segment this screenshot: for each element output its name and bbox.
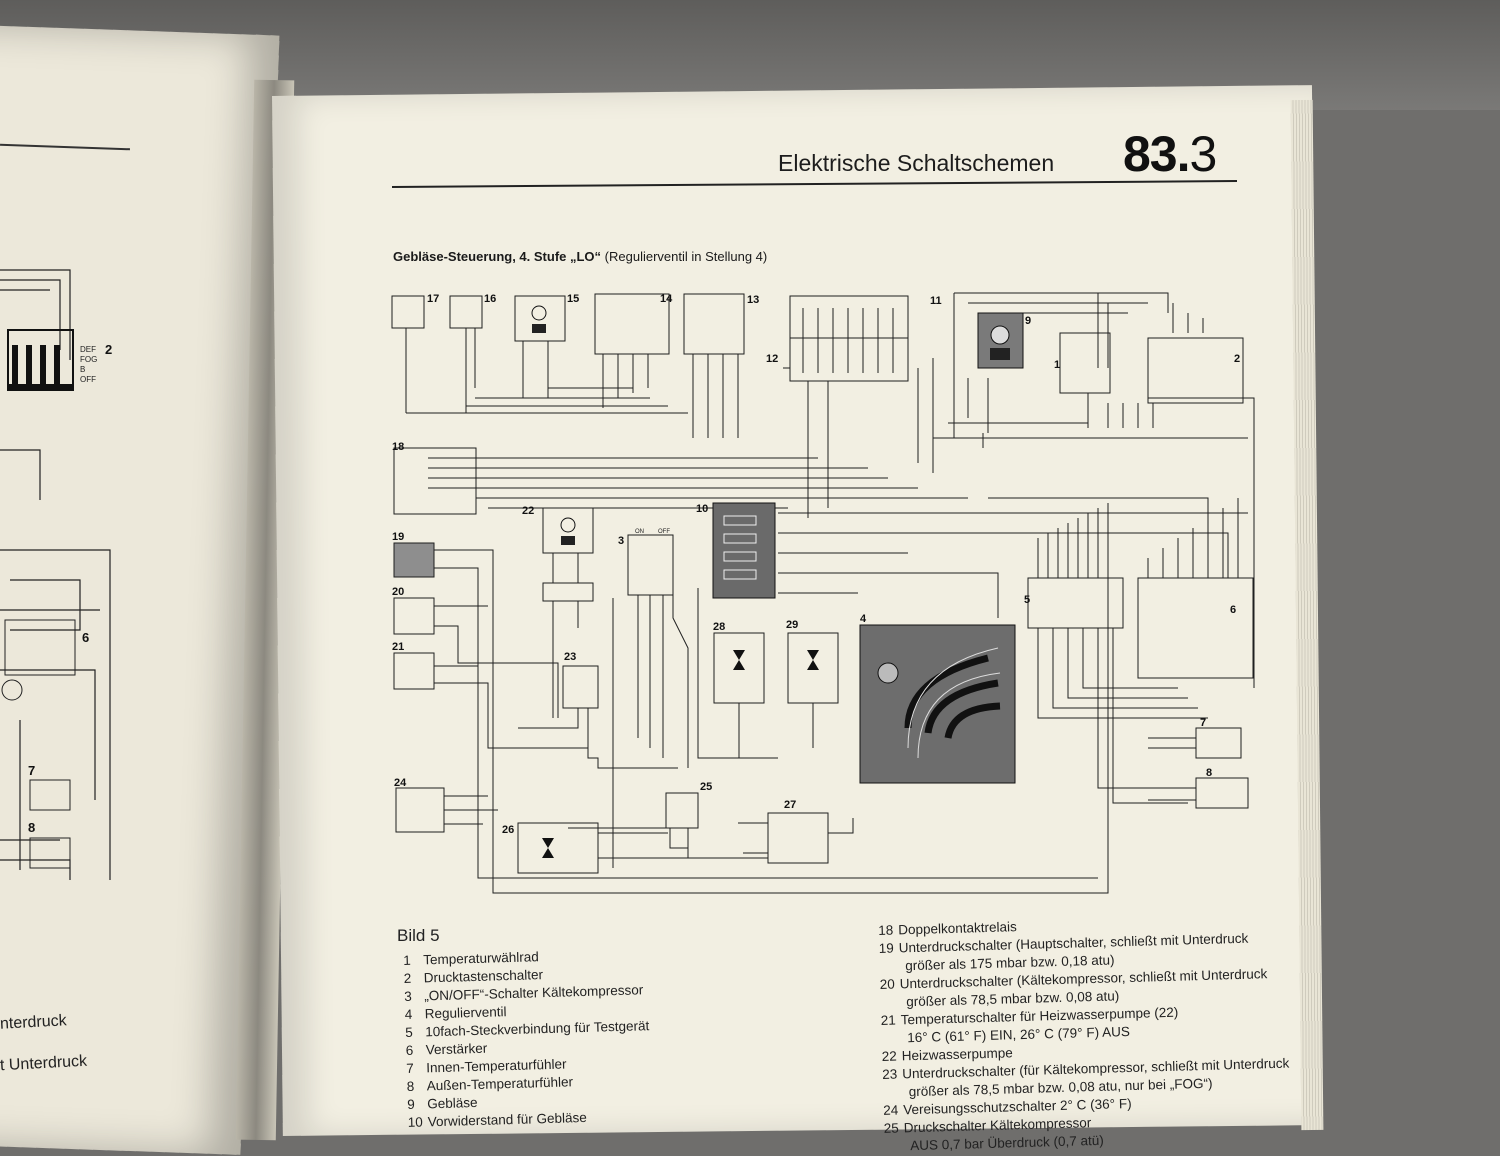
component-7: 7 <box>1200 717 1206 729</box>
component-1: 1 <box>1054 359 1060 371</box>
component-19: 19 <box>392 531 404 543</box>
component-10: 10 <box>696 503 708 515</box>
left-component-8: 8 <box>28 820 35 835</box>
section-number-bold: 83. <box>1123 126 1191 182</box>
component-14: 14 <box>660 293 673 305</box>
left-switch-label: DEF <box>80 345 96 354</box>
component-5: 5 <box>1024 594 1030 606</box>
left-switch-label: OFF <box>80 375 96 384</box>
left-page-schematic: DEF FOG B OFF 2 6 7 8 <box>0 269 112 880</box>
component-25: 25 <box>700 781 712 793</box>
component-2: 2 <box>1234 353 1240 365</box>
component-23: 23 <box>564 651 576 663</box>
figure-label: Bild 5 <box>397 926 440 945</box>
component-9: 9 <box>1025 315 1031 327</box>
caption-rest: (Regulierventil in Stellung 4) <box>601 249 768 264</box>
component-8: 8 <box>1206 767 1212 779</box>
component-24: 24 <box>394 777 407 789</box>
component-13: 13 <box>747 294 759 306</box>
figure-caption: Gebläse-Steuerung, 4. Stufe „LO“ (Reguli… <box>393 249 767 264</box>
left-component-2: 2 <box>105 342 112 357</box>
component-12: 12 <box>766 353 778 365</box>
component-3: 3 <box>618 535 624 547</box>
component-15: 15 <box>567 293 579 305</box>
left-switch-label: FOG <box>80 355 97 364</box>
left-component-7: 7 <box>28 763 35 778</box>
component-16: 16 <box>484 293 496 305</box>
component-20: 20 <box>392 586 404 598</box>
component-21: 21 <box>392 641 404 653</box>
component-6: 6 <box>1230 604 1236 616</box>
left-page-text: nterdruck <box>0 1012 68 1033</box>
left-switch-label: B <box>80 365 85 374</box>
switch3-off-label: OFF <box>658 529 670 535</box>
page-title: Elektrische Schaltschemen <box>778 150 1055 176</box>
switch3-on-label: ON <box>635 529 644 535</box>
component-28: 28 <box>713 621 725 633</box>
component-18: 18 <box>392 441 404 453</box>
component-26: 26 <box>502 824 514 836</box>
wiring-diagram: 17 16 15 14 13 12 11 9 1 2 18 22 10 3 19… <box>391 292 1255 894</box>
left-component-6: 6 <box>82 630 89 645</box>
component-22: 22 <box>522 505 534 517</box>
component-11: 11 <box>930 295 942 307</box>
component-17: 17 <box>427 293 439 305</box>
component-29: 29 <box>786 619 798 631</box>
section-number: 83.3 <box>1123 125 1218 183</box>
component-27: 27 <box>784 799 796 811</box>
section-number-thin: 3 <box>1189 126 1218 182</box>
caption-bold: Gebläse-Steuerung, 4. Stufe „LO“ <box>393 249 602 264</box>
component-4: 4 <box>860 613 867 625</box>
